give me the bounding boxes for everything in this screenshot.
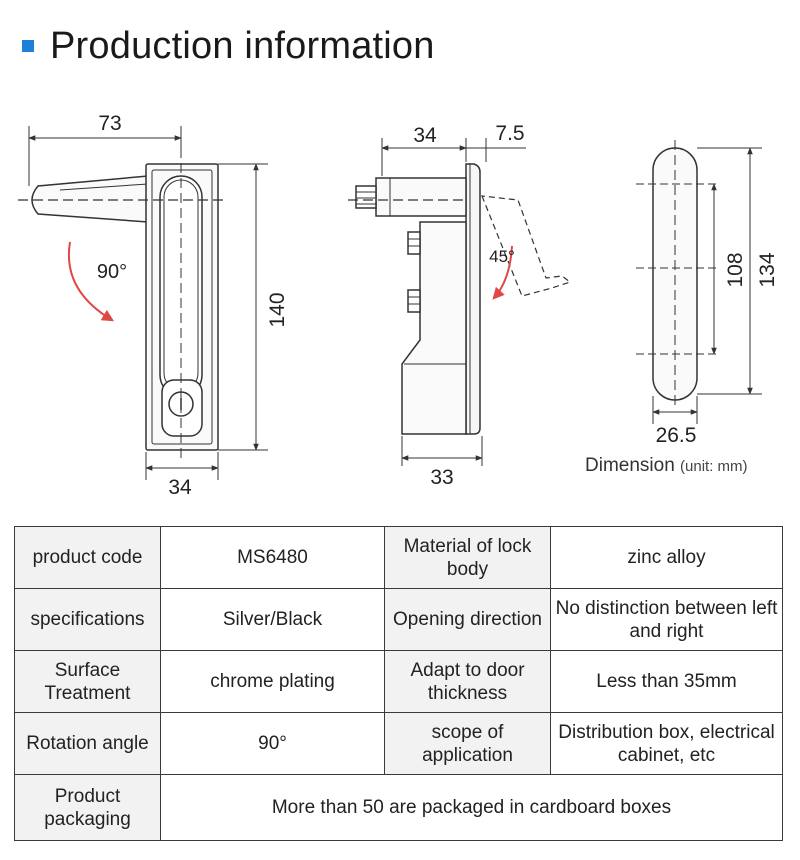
spec-label: Rotation angle [14, 712, 161, 775]
spec-value: No distinction between left and right [550, 588, 783, 651]
spec-label: Surface Treatment [14, 650, 161, 713]
title-bullet-icon [22, 40, 34, 52]
table-row: product code MS6480 Material of lock bod… [14, 526, 783, 589]
spec-label: Material of lock body [384, 526, 551, 589]
spec-label: specifications [14, 588, 161, 651]
side-body [401, 221, 467, 435]
spec-value: Distribution box, electrical cabinet, et… [550, 712, 783, 775]
dim-depth-top: 34 [413, 124, 437, 147]
dimension-diagram: 73 140 34 90° [18, 112, 779, 499]
spec-label: scope of application [384, 712, 551, 775]
back-dimensions [652, 147, 762, 424]
spec-label: Opening direction [384, 588, 551, 651]
spec-label: Adapt to door thickness [384, 650, 551, 713]
spec-value: chrome plating [160, 650, 385, 713]
dim-width-bottom: 34 [168, 476, 192, 499]
page-title: Production information [50, 24, 435, 67]
page-header: Production information [22, 18, 435, 74]
spec-label: Product packaging [14, 774, 161, 841]
caption-unit: (unit: mm) [680, 458, 748, 475]
dim-width-top: 73 [98, 112, 121, 135]
table-row: specifications Silver/Black Opening dire… [14, 588, 783, 651]
spec-value: More than 50 are packaged in cardboard b… [160, 774, 783, 841]
rotation-label: 90° [97, 261, 127, 283]
spec-table: product code MS6480 Material of lock bod… [14, 526, 783, 841]
table-row: Rotation angle 90° scope of application … [14, 712, 783, 775]
front-view [18, 148, 225, 460]
dim-overall-height: 134 [756, 252, 779, 287]
dimension-caption: Dimension (unit: mm) [585, 455, 748, 477]
rotation-arrow-icon [68, 241, 115, 322]
dim-hole-spacing: 108 [724, 252, 747, 287]
spec-value: MS6480 [160, 526, 385, 589]
dim-height-140: 140 [266, 292, 289, 327]
angle-arrow-icon [492, 245, 513, 300]
caption-label: Dimension [585, 455, 675, 476]
spec-label: product code [14, 526, 161, 589]
spec-value: Silver/Black [160, 588, 385, 651]
side-plate [465, 163, 481, 435]
back-view [636, 140, 720, 410]
table-row: Surface Treatment chrome plating Adapt t… [14, 650, 783, 713]
front-dimensions [28, 126, 268, 480]
spec-value: Less than 35mm [550, 650, 783, 713]
side-view [348, 163, 572, 435]
table-row: Product packaging More than 50 are packa… [14, 774, 783, 841]
front-handle [31, 175, 149, 223]
dim-offset-top: 7.5 [495, 122, 524, 145]
dim-depth-bottom: 33 [430, 466, 453, 489]
spec-value: zinc alloy [550, 526, 783, 589]
side-dimensions [381, 138, 526, 466]
angle-label: 45° [489, 247, 515, 266]
spec-value: 90° [160, 712, 385, 775]
dim-back-width: 26.5 [656, 424, 697, 447]
side-handle-45deg [481, 195, 572, 297]
